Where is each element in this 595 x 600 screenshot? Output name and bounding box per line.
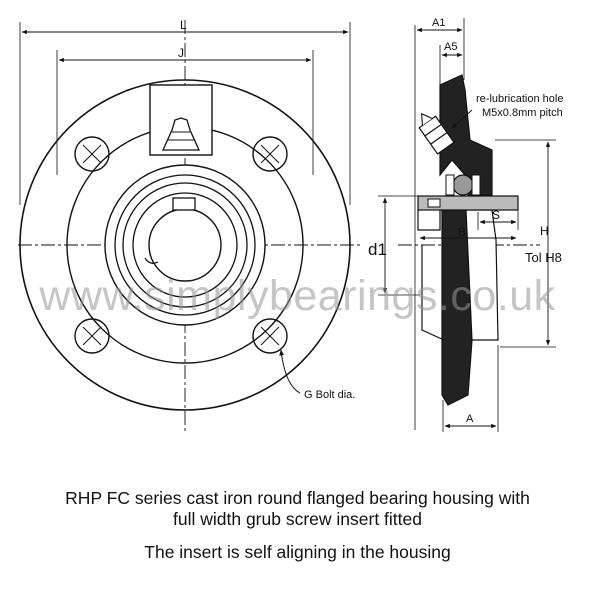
label-a: A (466, 413, 474, 425)
caption-self-aligning: The insert is self aligning in the housi… (144, 542, 451, 562)
bolt-hole-top-left (74, 136, 110, 172)
side-dimensions (378, 18, 556, 432)
label-s: S (492, 208, 500, 222)
bolt-leader-line (279, 349, 301, 394)
label-tol-h8: Tol H8 (525, 250, 562, 265)
label-d1: d1 (368, 240, 387, 259)
grub-screw (172, 197, 196, 211)
label-j: J (178, 46, 184, 60)
side-grease-nipple (418, 112, 455, 155)
flange-outline (19, 79, 351, 411)
housing-section (439, 74, 493, 196)
label-a1: A1 (432, 17, 445, 29)
insert-ring-2 (114, 174, 256, 316)
insert-inner-ring (132, 192, 238, 298)
caption-line-1: RHP FC series cast iron round flanged be… (65, 488, 530, 508)
label-bolt-dia: G Bolt dia. (304, 389, 355, 401)
label-a5: A5 (444, 41, 457, 53)
label-relube-1: re-lubrication hole (476, 93, 563, 105)
side-view (398, 25, 540, 430)
grease-nipple (161, 117, 201, 151)
label-h: H (540, 224, 549, 238)
insert-outer-ring (104, 164, 266, 326)
label-b: B (458, 225, 466, 239)
caption-line-2: full width grub screw insert fitted (173, 509, 422, 529)
bolt-hole-top-right (252, 136, 288, 172)
front-view (18, 20, 360, 432)
insert-ring-3 (122, 182, 248, 308)
insert-inner-race (417, 195, 519, 211)
ball (452, 174, 474, 196)
bore-flat (144, 257, 159, 264)
bolt-hole-bottom-left (74, 318, 110, 354)
caption-description: RHP FC series cast iron round flanged be… (0, 488, 595, 530)
label-l: L (180, 18, 187, 32)
technical-drawing: L J G Bolt dia. (18, 17, 563, 432)
label-relube-2: M5x0.8mm pitch (482, 107, 563, 119)
bolt-hole-bottom-right (252, 318, 288, 354)
